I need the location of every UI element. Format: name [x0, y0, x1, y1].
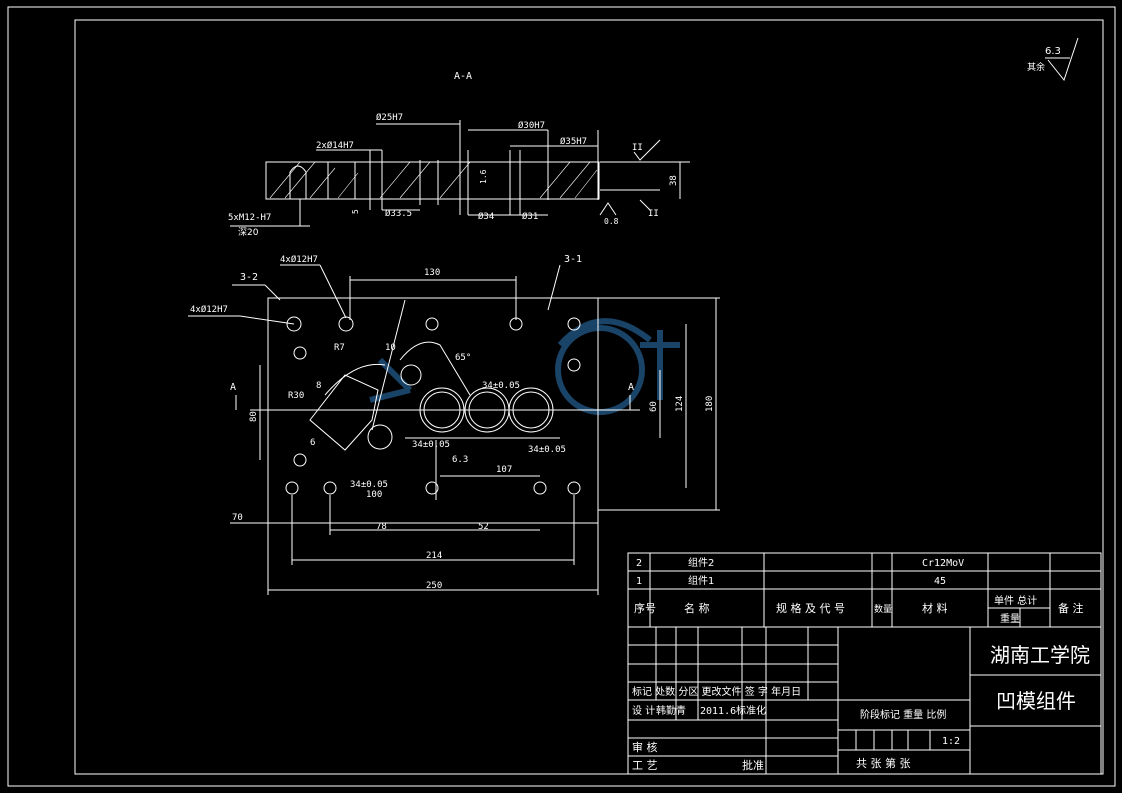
roughness-note: 其余	[1027, 61, 1045, 73]
design-date: 2011.6	[700, 706, 736, 717]
dim-107: 107	[496, 465, 512, 475]
bom-row-1-no: 1	[636, 576, 642, 587]
dim-6: 6	[310, 438, 315, 448]
bom-row-1-name: 组件1	[688, 574, 714, 587]
dim-38: 38	[669, 175, 679, 186]
designer-name: 韩勤青	[656, 704, 686, 717]
dim-r7: R7	[334, 343, 345, 353]
dim-130: 130	[424, 268, 440, 278]
dim-5: 5	[351, 209, 360, 214]
roughness-symbol	[1045, 37, 1079, 82]
dim-52: 52	[478, 522, 489, 532]
bom-header-unit-total: 单件 总计	[994, 594, 1037, 607]
part-3-2: 3-2	[240, 272, 258, 283]
dim-250: 250	[426, 581, 442, 591]
bom-header-qty: 数量	[874, 603, 892, 615]
dim-6-3: 6.3	[452, 455, 468, 465]
design-label: 设 计	[632, 704, 655, 717]
dim-180: 180	[705, 396, 715, 412]
section-label: A-A	[454, 71, 472, 82]
bom-row-2-no: 2	[636, 558, 642, 569]
drawing-name: 凹模组件	[996, 689, 1076, 713]
dim-124: 124	[675, 396, 685, 412]
dim-deep20: 深20	[238, 227, 259, 238]
bom-header-name: 名 称	[684, 601, 710, 615]
section-view	[230, 120, 690, 227]
dim-70: 70	[232, 513, 243, 523]
scale-value: 1:2	[942, 736, 960, 747]
dim-100: 100	[366, 490, 382, 500]
plan-view	[188, 264, 720, 595]
dim-d25: Ø25H7	[376, 112, 403, 123]
approve-label: 批准	[742, 758, 764, 772]
dim-34-b: 34±0.05	[412, 440, 450, 450]
dim-214: 214	[426, 551, 442, 561]
dim-d33-5: Ø33.5	[385, 208, 412, 219]
dim-2x14: 2xØ14H7	[316, 140, 354, 151]
holes-4x12-b: 4xØ12H7	[280, 254, 318, 265]
section-mark-a-left: A	[230, 382, 236, 393]
dim-d34: Ø34	[478, 211, 494, 222]
dim-5m12: 5xM12-H7	[228, 213, 271, 223]
dim-78: 78	[376, 522, 387, 532]
dim-80: 80	[249, 411, 259, 422]
dim-d35: Ø35H7	[560, 136, 587, 147]
bom-row-2-material: Cr12MoV	[922, 558, 964, 569]
bom-header-remark: 备 注	[1058, 601, 1084, 615]
dim-r30: R30	[288, 391, 304, 401]
bom-header-material: 材 料	[922, 601, 948, 615]
roughness-value: 6.3	[1045, 46, 1061, 57]
dim-d30: Ø30H7	[518, 120, 545, 131]
dim-60: 60	[649, 401, 659, 412]
process-label: 工 艺	[632, 759, 658, 772]
dim-8: 8	[316, 381, 321, 391]
dim-34-d: 34±0.05	[350, 480, 388, 490]
stage-header: 阶段标记 重量 比例	[860, 708, 946, 721]
sheets-label: 共 张 第 张	[856, 756, 911, 770]
outer-border	[7, 6, 1116, 787]
bom-header-weight: 重量	[1000, 612, 1020, 625]
revision-header: 标记 处数 分区 更改文件 签 字 年月日	[632, 685, 801, 698]
dim-34-a: 34±0.05	[482, 381, 520, 391]
school-name: 湖南工学院	[990, 643, 1090, 667]
tol-2: II	[648, 209, 659, 219]
holes-4x12-a: 4xØ12H7	[190, 304, 228, 315]
tol-1: II	[632, 143, 643, 153]
dim-1-6: 1.6	[479, 169, 488, 184]
std-label: 标准化	[736, 704, 766, 717]
title-block	[627, 552, 1102, 775]
inner-border	[74, 19, 1104, 775]
bom-header-seq: 序号	[634, 601, 656, 615]
bom-row-1-material: 45	[934, 576, 946, 587]
dim-65: 65°	[455, 353, 471, 363]
section-mark-a-right: A	[628, 382, 634, 393]
dim-10: 10	[385, 343, 396, 353]
bom-header-spec: 规 格 及 代 号	[776, 601, 845, 615]
review-label: 审 核	[632, 740, 658, 754]
dim-0-8: 0.8	[604, 217, 619, 226]
dim-34-c: 34±0.05	[528, 445, 566, 455]
part-3-1: 3-1	[564, 254, 582, 265]
bom-row-2-name: 组件2	[688, 556, 714, 569]
dim-d31: Ø31	[522, 211, 538, 222]
